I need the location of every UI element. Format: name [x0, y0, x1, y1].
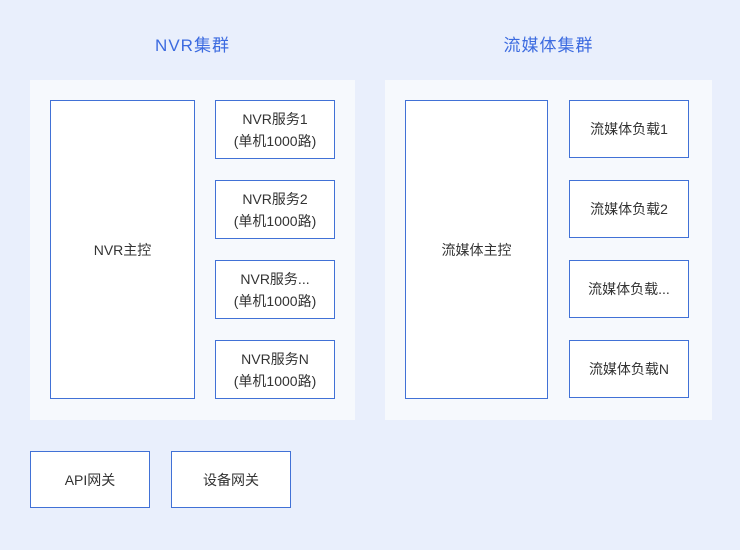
media-node-n: 流媒体负载N: [569, 340, 689, 398]
device-gateway-box: 设备网关: [171, 451, 291, 508]
nvr-node-ellipsis-capacity: (单机1000路): [233, 292, 317, 309]
nvr-node-1: NVR服务1 (单机1000路): [215, 100, 335, 159]
nvr-node-2-capacity: (单机1000路): [233, 212, 317, 229]
nvr-node-2: NVR服务2 (单机1000路): [215, 180, 335, 239]
nvr-node-2-name: NVR服务2: [242, 190, 308, 207]
media-node-2: 流媒体负载2: [569, 180, 689, 238]
nvr-node-ellipsis: NVR服务... (单机1000路): [215, 260, 335, 319]
media-node-2-name: 流媒体负载2: [590, 201, 668, 217]
media-node-1-name: 流媒体负载1: [590, 121, 668, 137]
device-gateway-label: 设备网关: [203, 471, 259, 488]
nvr-node-ellipsis-name: NVR服务...: [240, 270, 310, 287]
nvr-master-label: NVR主控: [93, 241, 152, 258]
media-node-1: 流媒体负载1: [569, 100, 689, 158]
nvr-node-n-capacity: (单机1000路): [233, 372, 317, 389]
api-gateway-box: API网关: [30, 451, 150, 508]
api-gateway-label: API网关: [64, 471, 116, 488]
nvr-node-n-name: NVR服务N: [241, 350, 309, 367]
nvr-node-1-capacity: (单机1000路): [233, 132, 317, 149]
media-node-ellipsis: 流媒体负载...: [569, 260, 689, 318]
media-cluster-panel: 流媒体主控 流媒体负载1 流媒体负载2 流媒体负载... 流媒体负载N: [385, 80, 712, 420]
media-master-box: 流媒体主控: [405, 100, 548, 399]
media-master-label: 流媒体主控: [441, 241, 512, 258]
media-node-ellipsis-name: 流媒体负载...: [588, 281, 670, 297]
nvr-cluster-panel: NVR主控 NVR服务1 (单机1000路) NVR服务2 (单机1000路) …: [30, 80, 355, 420]
nvr-node-n: NVR服务N (单机1000路): [215, 340, 335, 399]
nvr-node-1-name: NVR服务1: [242, 110, 308, 127]
nvr-cluster-title: NVR集群: [155, 36, 230, 55]
nvr-master-box: NVR主控: [50, 100, 195, 399]
media-node-n-name: 流媒体负载N: [588, 361, 670, 377]
media-cluster-title: 流媒体集群: [503, 36, 594, 55]
